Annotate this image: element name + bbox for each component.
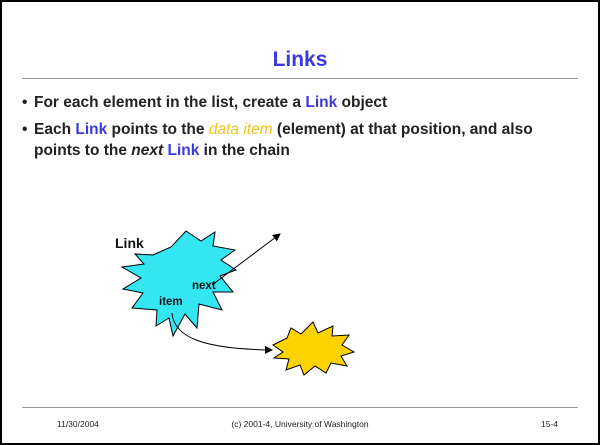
bullet-text: Each	[34, 121, 76, 138]
link-label: Link	[115, 235, 144, 251]
bullet-list: •For each element in the list, create a …	[22, 92, 582, 167]
next-pointer-arrow	[211, 233, 281, 286]
bullet-dot: •	[22, 94, 28, 111]
title-divider	[22, 78, 578, 79]
link-keyword: Link	[305, 94, 338, 111]
footer-copyright: (c) 2001-4, University of Washington	[231, 419, 369, 429]
next-term: next	[131, 142, 164, 159]
link-node-star	[120, 230, 238, 338]
bullet-text: For each element in the list, create a	[34, 94, 306, 111]
footer-page-number: 15-4	[540, 419, 558, 429]
bullet-text: (element) at that position, and also poi…	[34, 121, 533, 159]
link-keyword: Link	[75, 121, 108, 138]
item-field-label: item	[159, 296, 183, 308]
slide-title: Links	[272, 48, 328, 71]
bullet-text: points to the	[107, 121, 209, 138]
link-keyword: Link	[167, 142, 200, 159]
item-pointer-arrow	[171, 312, 273, 354]
bullet-dot: •	[22, 121, 28, 138]
data-item-term: data item	[208, 121, 273, 138]
footer-date: 11/30/2004	[57, 419, 99, 429]
next-field-label: next	[192, 280, 216, 292]
bullet-item: •For each element in the list, create a …	[22, 92, 582, 113]
bullet-text: object	[337, 94, 388, 111]
bullet-item: • Each Link points to the data item (elem…	[22, 119, 582, 161]
footer-divider	[22, 407, 578, 408]
bullet-text: in the chain	[199, 142, 290, 159]
data-item-star	[272, 321, 356, 376]
